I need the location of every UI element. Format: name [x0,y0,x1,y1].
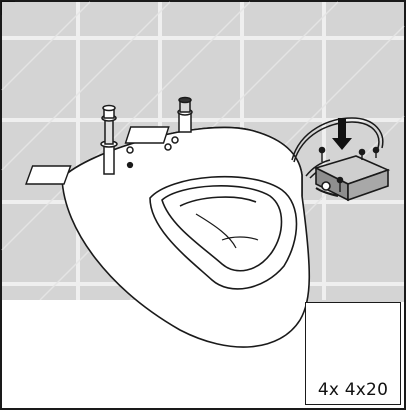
box-screws [318,146,380,192]
screw-quantity-label: 4x 4x20 [317,380,389,400]
water-connection-left [25,104,134,185]
down-arrow-icon [332,118,352,150]
screw-detail-callout: 4x 4x20 [305,302,401,405]
wall-hung-toilet [61,126,311,348]
water-connection-right [124,96,193,151]
